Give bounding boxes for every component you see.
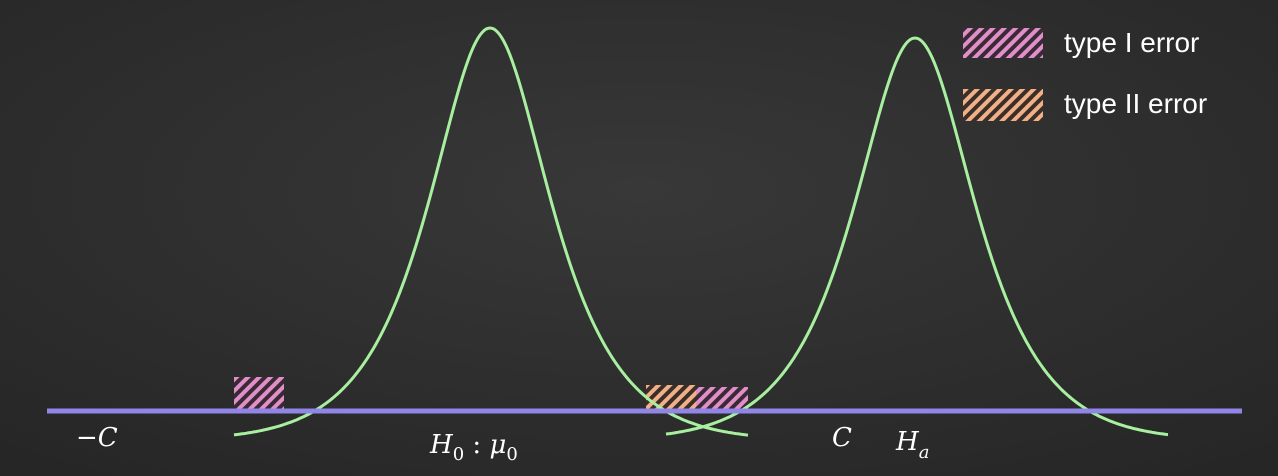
legend-type-one-swatch [963, 28, 1043, 58]
ha-label: Ha [895, 427, 929, 463]
neg-c-label: −C [76, 423, 118, 453]
legend-type-two-label: type II error [1064, 88, 1207, 119]
c-label: C [832, 423, 852, 453]
h0-label: H0 : μ0 [429, 430, 518, 465]
legend: type I error type II error [963, 27, 1207, 121]
legend-type-one-label: type I error [1064, 27, 1199, 58]
alternative-distribution-curve [665, 36, 1169, 437]
type-two-error-region [646, 385, 696, 410]
type-one-error-region-right [696, 387, 748, 410]
type-one-error-region-left [234, 377, 284, 410]
legend-type-two-swatch [963, 89, 1043, 121]
